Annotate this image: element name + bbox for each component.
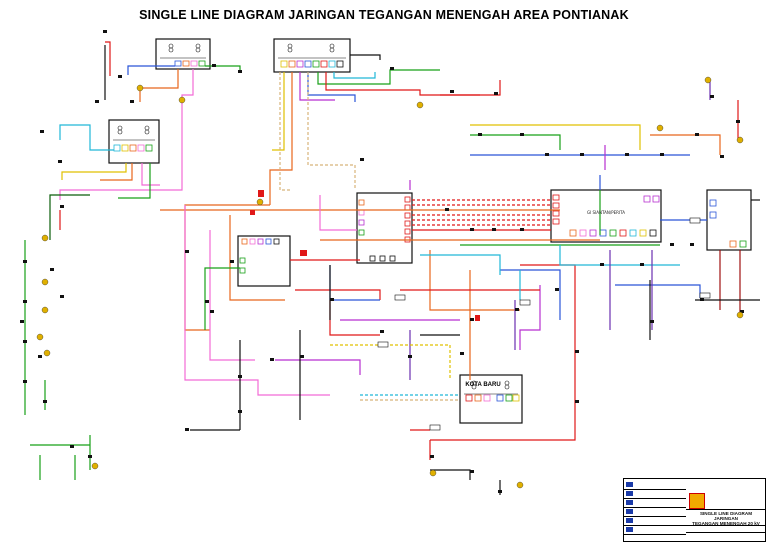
red-markers (250, 190, 480, 321)
company-logo-icon (689, 493, 705, 509)
title-block-divider (686, 509, 765, 510)
gi-box-center[interactable] (356, 192, 413, 264)
yellow-symbols (36, 76, 744, 489)
switch-symbols (20, 30, 744, 493)
drawing-title: SINGLE LINE DIAGRAM JARINGAN TEGANGAN ME… (688, 511, 764, 527)
gi-box-left[interactable] (108, 119, 160, 164)
legend-row (624, 517, 686, 526)
drawing-title-line1: SINGLE LINE DIAGRAM JARINGAN (699, 511, 753, 522)
status-boxes (377, 217, 711, 431)
title-block: SINGLE LINE DIAGRAM JARINGAN TEGANGAN ME… (623, 478, 766, 542)
legend-row (624, 481, 686, 490)
feeder-cubicles (113, 60, 747, 402)
gi-kota-baru-label: KOTA BARU (465, 382, 500, 388)
page-title: SINGLE LINE DIAGRAM JARINGAN TEGANGAN ME… (139, 8, 629, 22)
feeder-lines (24, 41, 760, 495)
substation-details (113, 43, 518, 395)
legend-row (624, 499, 686, 508)
legend-row (624, 508, 686, 517)
gi-siantan-label: GI SIANTAN/PERITA (587, 210, 625, 215)
legend-row (624, 526, 686, 535)
drawing-title-line2: TEGANGAN MENENGAH 20 kV (692, 521, 760, 527)
gi-box-mid-left[interactable] (237, 235, 291, 287)
title-block-divider (686, 525, 765, 526)
legend-row (624, 490, 686, 499)
title-block-divider (686, 532, 765, 533)
